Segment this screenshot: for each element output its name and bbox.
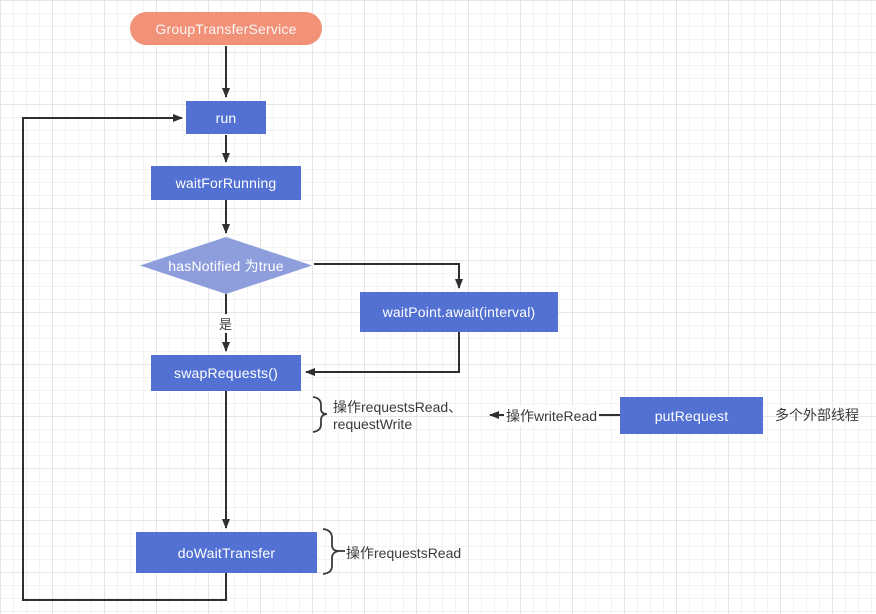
annotation-external-threads: 多个外部线程 — [775, 407, 859, 423]
edge-label-yes: 是 — [217, 314, 235, 333]
annotation-do-wait-transfer: 操作requestsRead — [346, 545, 462, 561]
node-label: GroupTransferService — [155, 20, 297, 37]
node-put-request: putRequest — [620, 397, 763, 434]
node-label: waitPoint.await(interval) — [382, 304, 536, 320]
node-group-transfer-service: GroupTransferService — [130, 12, 322, 45]
edge-decision-to-waitpoint — [314, 263, 463, 289]
node-do-wait-transfer: doWaitTransfer — [136, 532, 317, 573]
edge-waitpoint-to-swaprequests — [305, 332, 460, 376]
node-label: waitForRunning — [175, 175, 277, 191]
node-run: run — [186, 101, 266, 134]
node-wait-for-running: waitForRunning — [151, 166, 301, 200]
node-has-notified-decision: hasNotified 为true — [140, 237, 312, 294]
brace-dowait-note — [322, 528, 340, 575]
node-label: putRequest — [654, 407, 729, 424]
node-label: doWaitTransfer — [177, 544, 276, 561]
annotation-swap-requests: 操作requestsRead、 requestWrite — [333, 399, 462, 433]
node-swap-requests: swapRequests() — [151, 355, 301, 391]
annotation-line: 操作requestsRead、 — [333, 399, 463, 415]
edge-label-write-read: 操作writeRead — [504, 406, 600, 426]
annotation-line: requestWrite — [333, 416, 413, 432]
node-label: hasNotified 为true — [168, 257, 284, 274]
node-label: run — [215, 109, 237, 126]
brace-swap-note — [312, 396, 328, 433]
node-label: swapRequests() — [174, 365, 278, 381]
node-wait-point-await: waitPoint.await(interval) — [360, 292, 558, 332]
